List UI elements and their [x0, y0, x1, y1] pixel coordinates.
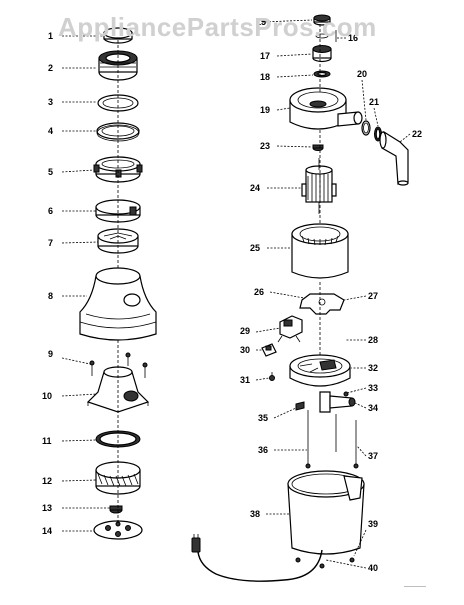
left-leader-lines: [61, 35, 110, 532]
part-20-clamp: [361, 120, 371, 136]
callout-25: 25: [250, 243, 260, 253]
part-11-gasket: [95, 430, 141, 448]
callout-36: 36: [258, 445, 268, 455]
part-15-16-top-hardware: [313, 14, 337, 42]
part-35-bracket: [295, 401, 305, 411]
part-31-screw: [269, 372, 275, 381]
callout-3: 3: [48, 97, 53, 107]
callout-21: 21: [369, 97, 379, 107]
part-30-clip: [261, 343, 277, 357]
callout-19: 19: [260, 105, 270, 115]
part-38-bottom-shell: [287, 470, 365, 555]
callout-38: 38: [250, 509, 260, 519]
callout-16: 16: [348, 33, 358, 43]
callout-18: 18: [260, 72, 270, 82]
callout-37: 37: [368, 451, 378, 461]
callout-31: 31: [240, 375, 250, 385]
callout-14: 14: [42, 526, 52, 536]
callout-20: 20: [357, 69, 367, 79]
callout-13: 13: [42, 503, 52, 513]
part-23-nut: [312, 144, 324, 151]
part-24-rotor: [301, 158, 337, 214]
part-22-discharge-elbow: [379, 130, 409, 186]
callout-29: 29: [240, 326, 250, 336]
callout-8: 8: [48, 291, 53, 301]
callout-40: 40: [368, 563, 378, 573]
part-36-37-bolts: [305, 410, 359, 469]
callout-6: 6: [48, 206, 53, 216]
part-39-screws: [295, 557, 355, 569]
callout-33: 33: [368, 383, 378, 393]
part-8-upper-housing: [79, 267, 157, 341]
callout-35: 35: [258, 413, 268, 423]
callout-17: 17: [260, 51, 270, 61]
callout-26: 26: [254, 287, 264, 297]
part-18-washer: [313, 70, 331, 78]
part-13-nut: [109, 505, 123, 514]
part-1-cap: [103, 27, 133, 44]
part-14-turntable: [93, 520, 143, 540]
part-40-power-cord: [191, 534, 323, 582]
callout-24: 24: [250, 183, 260, 193]
callout-4: 4: [48, 126, 53, 136]
callout-27: 27: [368, 291, 378, 301]
part-25-stator: [291, 223, 349, 279]
callout-30: 30: [240, 345, 250, 355]
callout-1: 1: [48, 31, 53, 41]
part-17-bearing: [312, 45, 332, 63]
callout-5: 5: [48, 167, 53, 177]
callout-11: 11: [42, 436, 52, 446]
watermark-text: AppliancePartsPros.com: [58, 12, 377, 42]
right-leader-lines: [255, 19, 411, 569]
callout-9: 9: [48, 349, 53, 359]
part-27-end-plate: [299, 293, 345, 315]
callout-22: 22: [412, 129, 422, 139]
callout-10: 10: [42, 391, 52, 401]
callout-28: 28: [368, 335, 378, 345]
callout-12: 12: [42, 476, 52, 486]
part-32-lower-end-shield: [289, 354, 351, 387]
callout-7: 7: [48, 238, 53, 248]
callout-2: 2: [48, 63, 53, 73]
drawing-stamp: -----------: [404, 584, 426, 590]
callout-15: 15: [256, 17, 266, 27]
part-29-switch: [277, 315, 303, 343]
callout-32: 32: [368, 363, 378, 373]
callout-34: 34: [368, 403, 378, 413]
callout-23: 23: [260, 141, 270, 151]
part-9-screws: [89, 352, 148, 378]
callout-39: 39: [368, 519, 378, 529]
part-19-grinding-chamber: [289, 87, 363, 130]
part-34-drain-fitting: [319, 391, 356, 413]
